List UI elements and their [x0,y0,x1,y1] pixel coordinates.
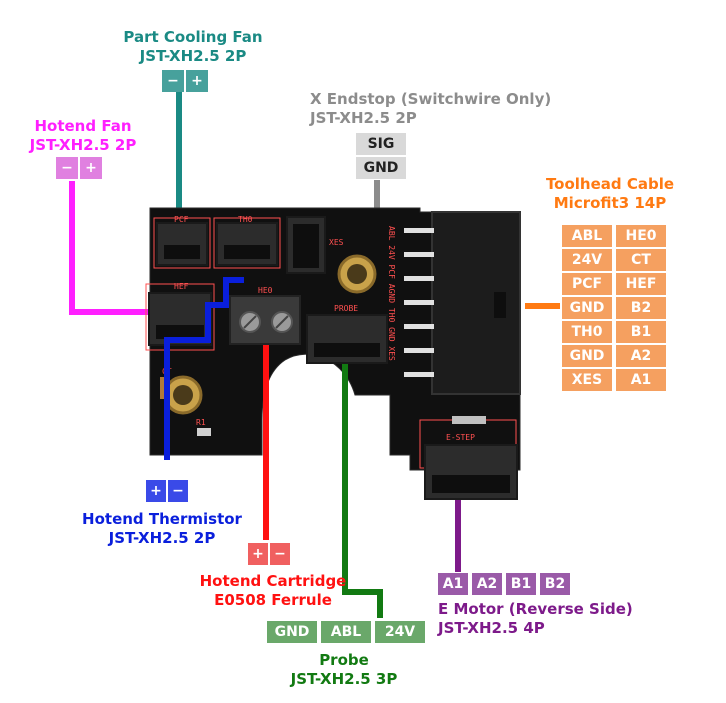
toolhead-pin-hef: HEF [616,273,666,295]
x-endstop-pin-gnd: GND [356,157,406,179]
hotend-thermistor-title: Hotend Thermistor JST-XH2.5 2P [62,510,262,548]
pcf-connector [156,222,208,266]
hotend-fan-title: Hotend Fan JST-XH2.5 2P [18,117,148,155]
part-cooling-fan-pin-minus: − [162,70,184,92]
hotend-fan-wire [69,181,158,315]
e-motor-connector-type: JST-XH2.5 4P [438,619,545,637]
microfit-latch [494,292,506,318]
x-endstop-pin-sig: SIG [356,133,406,155]
e-motor-pin-b1: B1 [506,573,536,595]
header-pins [404,228,434,377]
silk-th0: TH0 [238,215,253,224]
e-motor-title: E Motor (Reverse Side) JST-XH2.5 4P [438,600,678,638]
toolhead-pin-b2: B2 [616,297,666,319]
hotend-cartridge-title: Hotend Cartridge E0508 Ferrule [178,572,368,610]
toolhead-pin-a1: A1 [616,369,666,391]
part-cooling-fan-name: Part Cooling Fan [123,28,263,46]
toolhead-pin-b1: B1 [616,321,666,343]
toolhead-pin-abl: ABL [562,225,612,247]
toolhead-pin-xes: XES [562,369,612,391]
e-motor-name: E Motor (Reverse Side) [438,600,633,618]
toolhead-pin-gnd-2: GND [562,345,612,367]
hotend-thermistor-wire [164,277,244,460]
part-cooling-fan-connector-type: JST-XH2.5 2P [139,47,247,65]
hotend-thermistor-connector-type: JST-XH2.5 2P [108,529,216,547]
hotend-fan-pin-minus: − [56,157,78,179]
part-cooling-fan-title: Part Cooling Fan JST-XH2.5 2P [103,28,283,66]
toolhead-cable-connector-type: Microfit3 14P [553,194,667,212]
silk-box-hef [145,283,215,351]
toolhead-pin-ct: CT [616,249,666,271]
x-endstop-name: X Endstop (Switchwire Only) [310,90,552,108]
probe-name: Probe [319,651,369,669]
mount-hole-right-inner [347,264,367,284]
toolhead-pin-th0: TH0 [562,321,612,343]
hotend-fan-connector-type: JST-XH2.5 2P [29,136,137,154]
hotend-fan-name: Hotend Fan [34,117,132,135]
toolhead-pin-he0: HE0 [616,225,666,247]
toolhead-pin-a2: A2 [616,345,666,367]
hotend-fan-pin-plus: + [80,157,102,179]
silk-e-step: E-STEP [446,433,475,442]
mount-hole-left-inner [173,385,193,405]
hotend-cartridge-pin-minus: − [270,543,290,565]
toolhead-pin-pcf: PCF [562,273,612,295]
hotend-thermistor-pin-plus: + [146,480,166,502]
toolhead-pin-gnd-1: GND [562,297,612,319]
silk-hef: HEF [174,282,189,291]
hotend-thermistor-name: Hotend Thermistor [82,510,242,528]
capacitor-ct [160,377,166,399]
e-motor-connector [424,444,518,500]
toolhead-cable-title: Toolhead Cable Microfit3 14P [530,175,690,213]
silk-xes: XES [329,238,344,247]
silk-pcf: PCF [174,215,189,224]
x-endstop-connector-type: JST-XH2.5 2P [310,109,417,127]
e-motor-pin-a1: A1 [438,573,468,595]
silk-probe: PROBE [334,304,359,313]
hotend-thermistor-pin-minus: − [168,480,188,502]
probe-connector-type: JST-XH2.5 3P [290,670,398,688]
hotend-cartridge-pin-plus: + [248,543,268,565]
probe-title: Probe JST-XH2.5 3P [264,651,424,689]
xes-connector [286,216,326,274]
toolhead-pin-24v: 24V [562,249,612,271]
silk-r1: R1 [196,418,206,427]
probe-pin-gnd: GND [267,621,317,643]
silk-box-th0 [213,217,281,269]
hotend-cartridge-connector-type: E0508 Ferrule [214,591,332,609]
silk-he0: HE0 [258,286,273,295]
probe-pin-abl: ABL [321,621,371,643]
th0-connector [216,222,278,266]
probe-wire [342,364,383,618]
jumper-part [452,416,486,424]
silk-box-pcf [153,217,211,269]
x-endstop-title: X Endstop (Switchwire Only) JST-XH2.5 2P [310,90,610,128]
resistor-r1 [197,428,211,436]
part-cooling-fan-pin-plus: + [186,70,208,92]
probe-connector [306,314,388,364]
probe-pin-24v: 24V [375,621,425,643]
e-motor-pin-b2: B2 [540,573,570,595]
toolhead-cable-name: Toolhead Cable [545,175,675,193]
hotend-cartridge-name: Hotend Cartridge [199,572,347,590]
e-motor-pin-a2: A2 [472,573,502,595]
